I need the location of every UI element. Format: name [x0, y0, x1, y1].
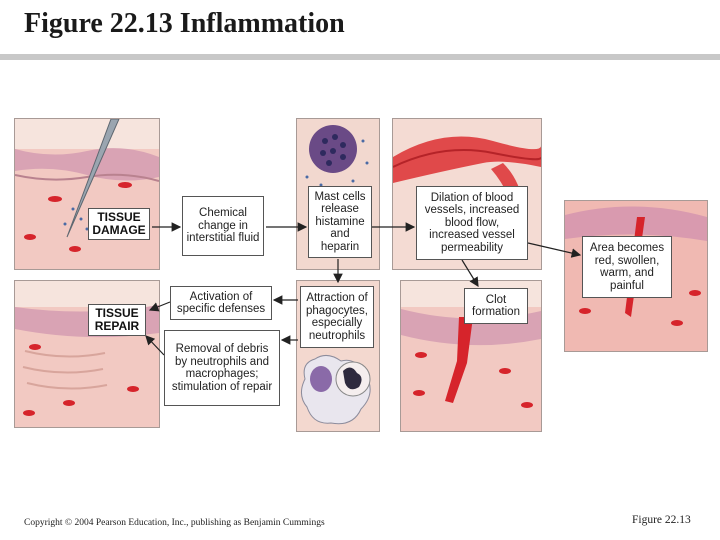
step-dilation: Dilation of blood vessels, increased blo…: [416, 186, 528, 260]
tissue-repair-label: TISSUE REPAIR: [88, 304, 146, 336]
step-mast-cells: Mast cells release histamine and heparin: [308, 186, 372, 258]
tissue-damage-illustration: [15, 119, 159, 269]
copyright-notice: Copyright © 2004 Pearson Education, Inc.…: [24, 518, 325, 528]
step-attraction: Attraction of phagocytes, especially neu…: [300, 286, 374, 348]
tissue-damage-label: TISSUE DAMAGE: [88, 208, 150, 240]
blood-vessel-icon: [393, 136, 541, 183]
clot-icon: [445, 317, 473, 403]
slide-title: Figure 22.13 Inflammation: [24, 8, 345, 39]
needle-icon: [66, 119, 120, 238]
panel-tissue-damage-illustration: [14, 118, 160, 270]
step-area-becomes: Area becomes red, swollen, warm, and pai…: [582, 236, 672, 298]
step-chemical-change: Chemical change in interstitial fluid: [182, 196, 264, 256]
step-removal: Removal of debris by neutrophils and mac…: [164, 330, 280, 406]
step-clot-formation: Clot formation: [464, 288, 528, 324]
figure-reference: Figure 22.13: [632, 514, 691, 526]
step-activation: Activation of specific defenses: [170, 286, 272, 320]
title-divider: [0, 54, 720, 60]
